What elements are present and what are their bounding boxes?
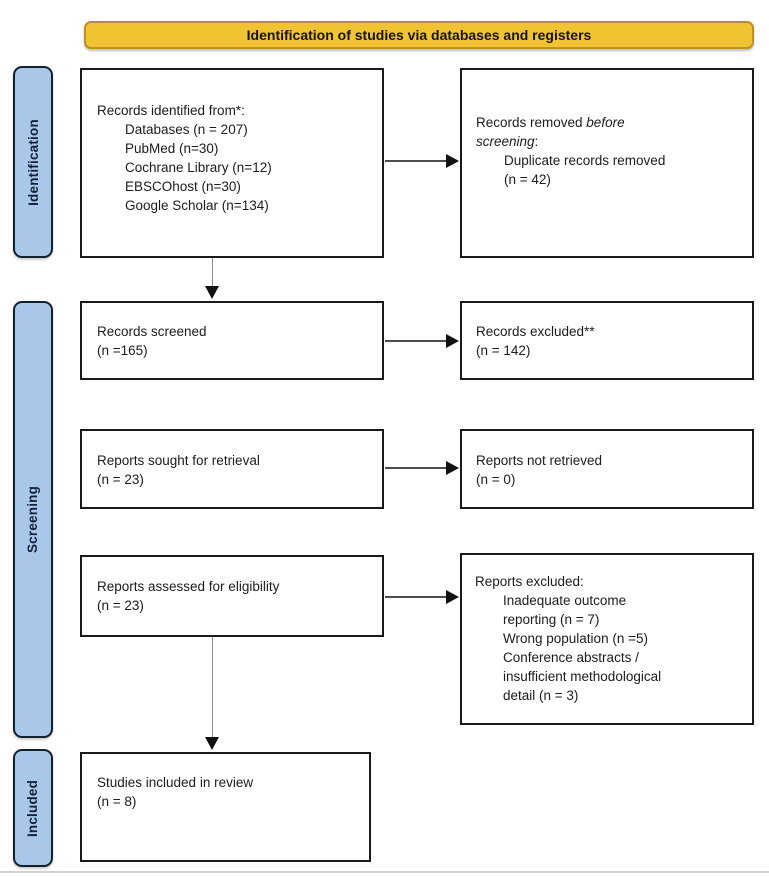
- box-records-excluded: Records excluded** (n = 142): [460, 301, 754, 380]
- box-lines: Reports assessed for eligibility (n = 23): [97, 577, 374, 615]
- text-line: Reports sought for retrieval: [97, 453, 260, 468]
- text-line: Wrong population (n =5): [503, 631, 648, 646]
- box-title: Records removed before screening:: [476, 113, 744, 151]
- arrow-line: [212, 258, 213, 287]
- text-line: Duplicate records removed: [504, 153, 666, 168]
- box-reports-assessed: Reports assessed for eligibility (n = 23): [80, 555, 384, 637]
- box-lines: Reports sought for retrieval (n = 23): [97, 451, 374, 489]
- text-line: Records screened: [97, 324, 207, 339]
- arrow-head-down-icon: [205, 286, 219, 299]
- box-studies-included: Studies included in review (n = 8): [80, 752, 371, 862]
- text-line: PubMed (n=30): [125, 141, 219, 156]
- title-text-italic: before: [586, 115, 625, 130]
- arrow-line: [212, 637, 213, 738]
- arrow-head-right-icon: [446, 154, 459, 168]
- text-line: insufficient methodological: [503, 669, 662, 684]
- text-line: (n = 8): [97, 794, 137, 809]
- stage-label-identification: Identification: [13, 66, 53, 258]
- text-line: Cochrane Library (n=12): [125, 160, 272, 175]
- box-lines: Studies included in review (n = 8): [97, 773, 361, 811]
- box-reports-not-retrieved: Reports not retrieved (n = 0): [460, 429, 754, 509]
- box-reports-excluded-reasons: Reports excluded: Inadequate outcome repo…: [460, 553, 754, 725]
- stage-label-screening: Screening: [13, 301, 53, 738]
- arrow-head-right-icon: [446, 590, 459, 604]
- text-line: EBSCOhost (n=30): [125, 179, 241, 194]
- box-title: Records identified from*:: [97, 103, 245, 118]
- text-line: (n = 23): [97, 598, 144, 613]
- arrow-line: [385, 340, 447, 342]
- box-records-removed: Records removed before screening: Duplica…: [460, 68, 754, 258]
- text-line: Google Scholar (n=134): [125, 198, 269, 213]
- text-line: Inadequate outcome: [503, 593, 627, 608]
- text-line: (n = 142): [476, 343, 531, 358]
- arrow-line: [385, 596, 447, 598]
- title-text: Records removed: [476, 115, 587, 130]
- text-line: reporting (n = 7): [503, 612, 600, 627]
- box-lines: Records screened (n =165): [97, 322, 374, 360]
- text-line: Studies included in review: [97, 775, 254, 790]
- box-reports-sought: Reports sought for retrieval (n = 23): [80, 429, 384, 509]
- arrow-head-right-icon: [446, 461, 459, 475]
- text-line: (n =165): [97, 343, 148, 358]
- arrow-line: [385, 467, 447, 469]
- box-records-identified: Records identified from*: Databases (n =…: [80, 68, 384, 258]
- arrow-head-down-icon: [205, 737, 219, 750]
- text-line: Reports not retrieved: [476, 453, 603, 468]
- box-title: Reports excluded:: [475, 574, 584, 589]
- box-lines: Records excluded** (n = 142): [476, 322, 744, 360]
- box-detail-lines: Databases (n = 207) PubMed (n=30) Cochrane…: [125, 120, 374, 215]
- banner: Identification of studies via databases …: [84, 21, 754, 49]
- text-line: Reports assessed for eligibility: [97, 579, 280, 594]
- box-detail-lines: Duplicate records removed (n = 42): [504, 151, 744, 189]
- box-detail-lines: Inadequate outcome reporting (n = 7) Wrong…: [503, 591, 746, 705]
- stage-label-text: Screening: [25, 485, 41, 554]
- text-line: (n = 0): [476, 472, 516, 487]
- box-records-screened: Records screened (n =165): [80, 301, 384, 380]
- box-lines: Reports not retrieved (n = 0): [476, 451, 744, 489]
- text-line: Records excluded**: [476, 324, 595, 339]
- text-line: detail (n = 3): [503, 688, 579, 703]
- stage-label-included: Included: [13, 749, 53, 867]
- banner-label: Identification of studies via databases …: [246, 26, 592, 43]
- page-edge-line: [0, 871, 769, 873]
- title-text-italic: screening: [476, 134, 535, 149]
- title-text: :: [534, 134, 539, 149]
- arrow-line: [385, 160, 447, 162]
- text-line: (n = 42): [504, 172, 551, 187]
- stage-label-text: Identification: [25, 118, 41, 206]
- stage-label-text: Included: [25, 779, 41, 837]
- text-line: (n = 23): [97, 472, 144, 487]
- arrow-head-right-icon: [446, 334, 459, 348]
- text-line: Databases (n = 207): [125, 122, 248, 137]
- text-line: Conference abstracts /: [503, 650, 639, 665]
